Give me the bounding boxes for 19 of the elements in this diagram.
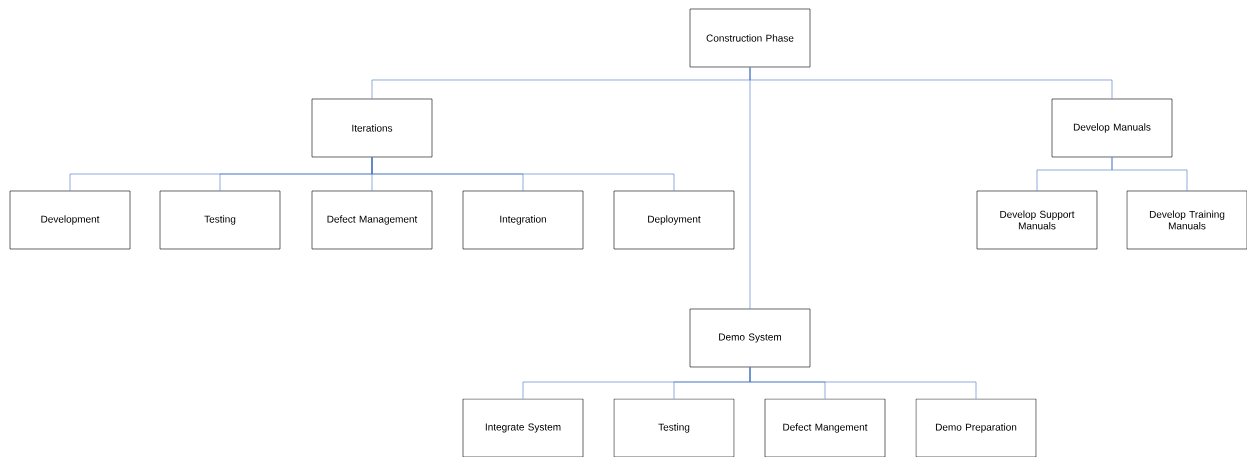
- connector: [1111, 157, 1188, 191]
- task-box: Develop Manuals: [1051, 98, 1173, 158]
- task-box: Testing: [613, 398, 735, 457]
- task-box: Integrate System: [462, 398, 584, 457]
- task-box: Demo System: [689, 308, 811, 368]
- connector: [371, 157, 675, 191]
- task-box: Construction Phase: [689, 8, 811, 68]
- task-box: Develop Support Manuals: [976, 190, 1098, 250]
- task-box: Development: [9, 190, 131, 250]
- task-box: Demo Preparation: [915, 398, 1037, 457]
- task-box: Deployment: [613, 190, 735, 250]
- task-box: Defect Management: [311, 190, 433, 250]
- task-box: Develop Training Manuals: [1126, 190, 1247, 250]
- task-box: Testing: [159, 190, 281, 250]
- task-box: Defect Mangement: [764, 398, 886, 457]
- task-box: Integration: [462, 190, 584, 250]
- task-box: Iterations: [311, 98, 433, 158]
- connector: [749, 367, 977, 399]
- connector: [749, 67, 751, 309]
